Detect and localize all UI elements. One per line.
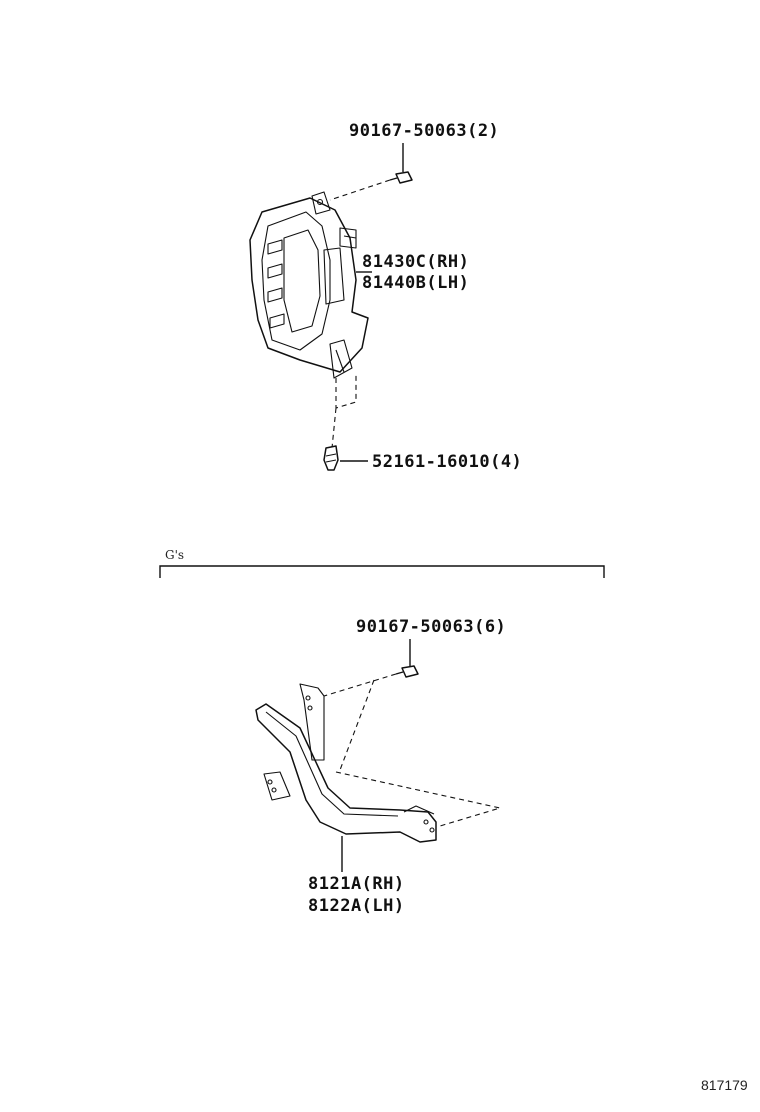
fog-lamp-bracket-icon (249, 191, 369, 379)
clip-label: 52161-16010(4) (372, 452, 523, 472)
bottom-part-label-rh: 8121A(RH) (308, 874, 405, 894)
bolt-top-label: 90167-50063(2) (349, 121, 500, 141)
bracket-dashed-line-c (335, 771, 503, 827)
bolt-top-dashed-line (329, 179, 391, 201)
bracket-label-lh: 81440B(LH) (362, 273, 470, 293)
bottom-part-label-lh: 8122A(LH) (308, 896, 405, 916)
bolt-bottom-icon (395, 665, 419, 678)
bolt-top-icon (389, 171, 413, 184)
bracket-label-rh: 81430C(RH) (362, 252, 470, 272)
clip-icon (323, 445, 339, 471)
reference-number: 817179 (701, 1077, 748, 1093)
clip-dashed-line (331, 374, 357, 449)
bolt-bottom-label: 90167-50063(6) (356, 617, 507, 637)
fog-lamp-cover-bracket-icon (255, 683, 437, 843)
section-label: G's (165, 548, 185, 562)
bolt-bottom-dashed-line-a (323, 673, 397, 697)
section-divider (159, 565, 605, 578)
bolt-bottom-dashed-line-b (339, 679, 375, 771)
